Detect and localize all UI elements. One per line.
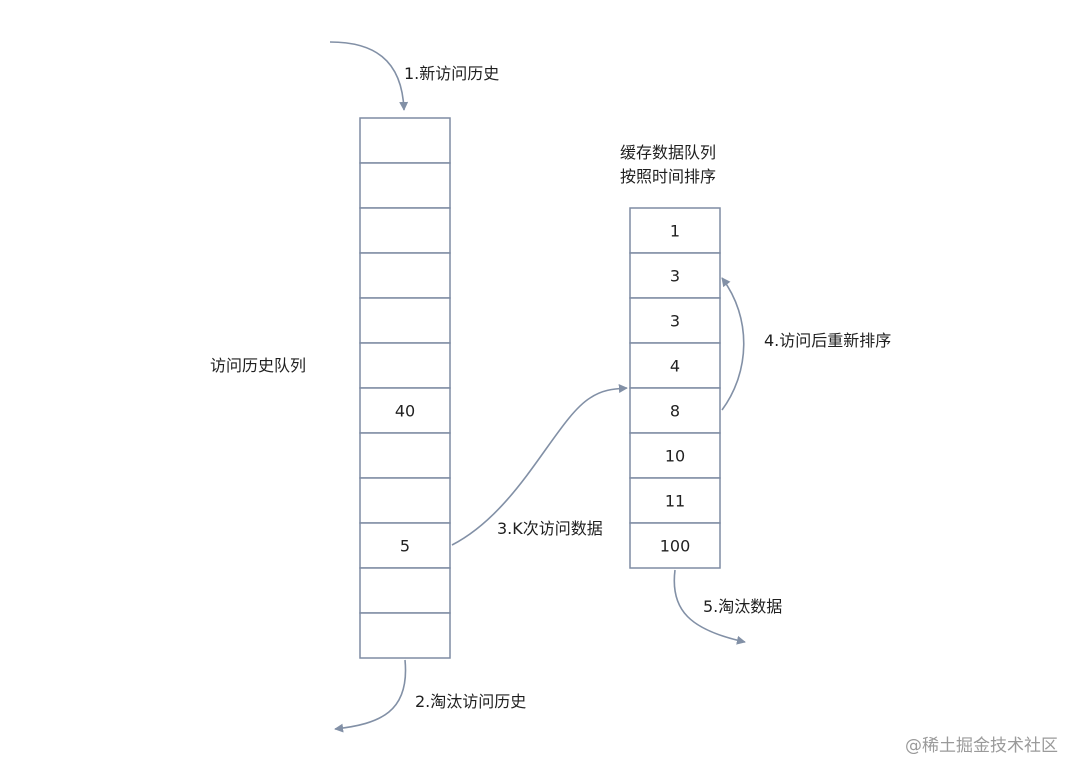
cache-cell-value: 3	[670, 312, 680, 331]
step5-label: 5.淘汰数据	[703, 597, 783, 616]
cache-queue-label-line2: 按照时间排序	[620, 167, 717, 186]
cache-cell-value: 8	[670, 402, 680, 421]
history-queue-label: 访问历史队列	[210, 356, 307, 375]
cache-queue: 1 3 3 4 8 10 11 100	[629, 207, 721, 569]
step2-label: 2.淘汰访问历史	[415, 692, 527, 711]
history-cell	[359, 252, 451, 299]
cache-cell-value: 4	[670, 357, 680, 376]
arrow-evict-history	[334, 659, 407, 733]
arrow-k-access	[451, 384, 628, 546]
cache-cell-value: 11	[665, 492, 685, 511]
cache-queue-label-line1: 缓存数据队列	[620, 143, 717, 162]
step4-label: 4.访问后重新排序	[764, 331, 892, 350]
history-cell	[359, 522, 451, 569]
arrow-evict-data	[673, 569, 746, 645]
history-cell	[359, 162, 451, 209]
history-cell	[359, 342, 451, 389]
step3-label: 3.K次访问数据	[497, 519, 603, 538]
history-cell	[359, 612, 451, 659]
cache-cell-value: 1	[670, 222, 680, 241]
watermark: @稀土掘金技术社区	[905, 736, 1058, 756]
cache-cell	[629, 252, 721, 299]
cache-cell	[629, 432, 721, 479]
history-cell	[359, 567, 451, 614]
cache-cell	[629, 342, 721, 389]
step1-label: 1.新访问历史	[404, 64, 500, 83]
history-cell	[359, 207, 451, 254]
arrow-new-history	[329, 41, 409, 111]
history-cell	[359, 117, 451, 164]
cache-cell-value: 3	[670, 267, 680, 286]
arrow-reorder	[721, 277, 745, 411]
history-queue: 40 5	[359, 117, 451, 659]
history-cell-value: 5	[400, 537, 410, 556]
history-cell	[359, 477, 451, 524]
cache-cell-value: 10	[665, 447, 685, 466]
cache-cell	[629, 522, 721, 569]
history-cell	[359, 387, 451, 434]
history-cell-value: 40	[395, 402, 415, 421]
history-cell	[359, 432, 451, 479]
cache-cell-value: 100	[660, 537, 691, 556]
history-cell	[359, 297, 451, 344]
